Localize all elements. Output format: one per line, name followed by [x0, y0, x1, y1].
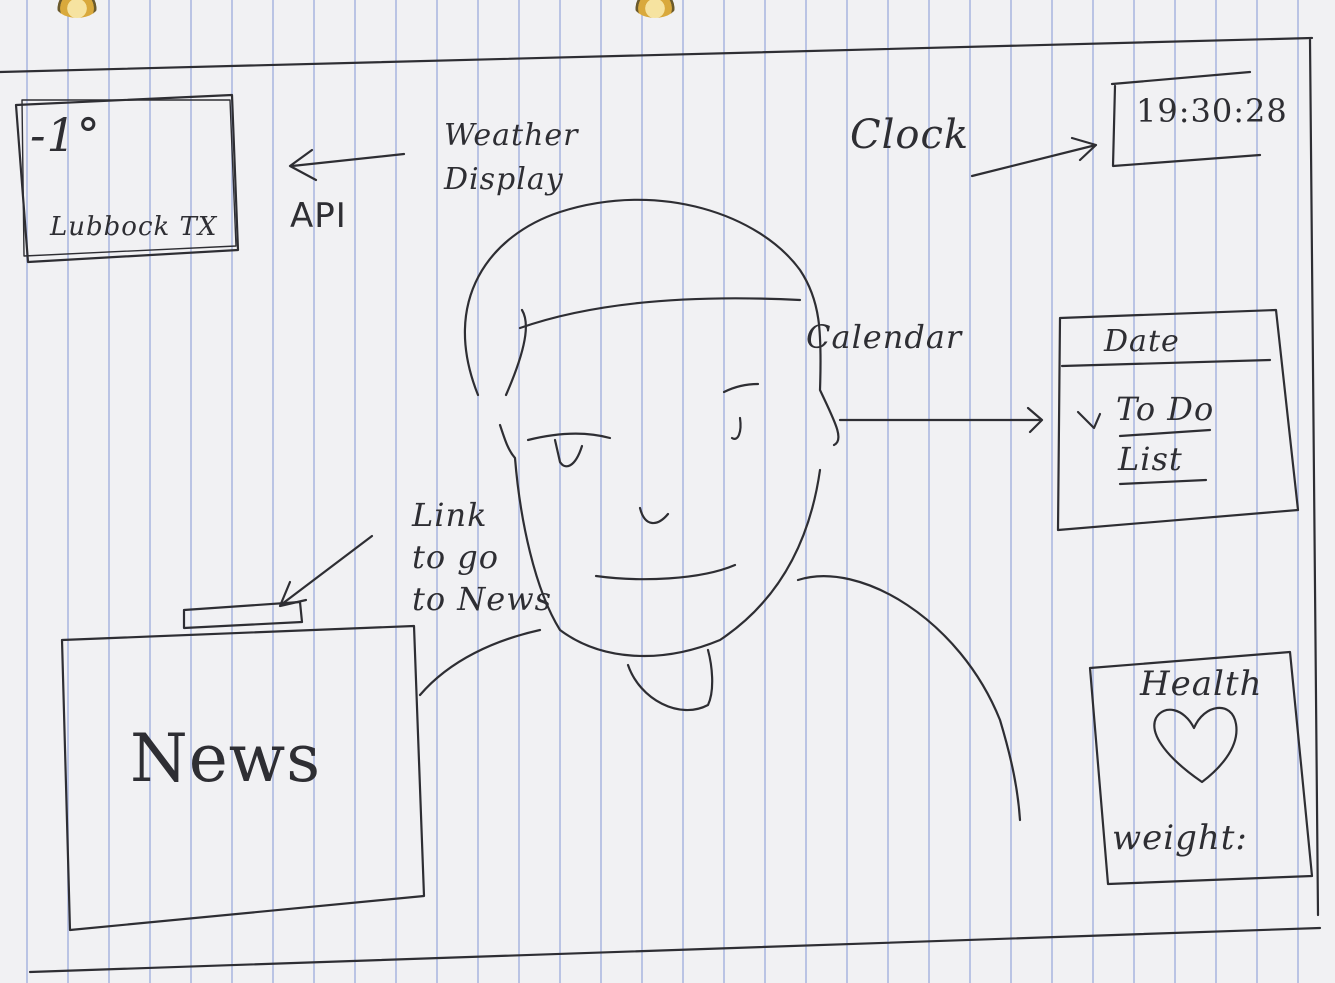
shoulders — [418, 575, 1022, 822]
eyebrow-left — [526, 432, 612, 442]
eye-right — [730, 416, 742, 440]
calendar-date-label: Date — [1104, 324, 1180, 359]
health-title: Health — [1140, 664, 1263, 704]
weather-location: Lubbock TX — [50, 212, 218, 242]
news-link-button-outline — [182, 600, 304, 630]
todo-list-link[interactable]: To Do — [1116, 390, 1215, 428]
clock-time: 19:30:28 — [1136, 92, 1288, 130]
news-link-arrow — [278, 534, 374, 608]
clock-label: Clock — [850, 112, 970, 158]
calendar-box-outline — [1056, 308, 1300, 532]
eye-left — [553, 438, 584, 468]
frame-right-line — [1308, 38, 1320, 917]
hair-line — [518, 297, 802, 330]
binder-hole — [632, 0, 678, 18]
link-to-news-label: Link to go to News — [412, 496, 553, 618]
weather-display-label: Weather Display — [444, 118, 579, 197]
nose — [638, 506, 670, 525]
binder-hole — [54, 0, 100, 18]
clock-box-outline — [1110, 70, 1262, 168]
news-title: News — [130, 720, 322, 797]
neck — [626, 648, 714, 711]
api-arrow — [288, 148, 406, 182]
todo-list-label[interactable]: List — [1118, 440, 1183, 478]
api-label: API — [290, 196, 347, 236]
frame-bottom-line — [28, 926, 1322, 974]
news-box-outline — [60, 624, 426, 932]
clock-arrow — [970, 136, 1098, 178]
news-link-button[interactable] — [184, 602, 302, 626]
eyebrow-right — [722, 382, 760, 394]
health-box-outline — [1088, 650, 1314, 886]
mouth — [594, 563, 737, 581]
frame-top-line — [0, 36, 1314, 74]
calendar-label: Calendar — [806, 318, 963, 356]
person-head-outline — [463, 198, 840, 447]
weather-temperature: -1° — [30, 108, 101, 162]
weight-label: weight: — [1112, 818, 1248, 858]
heart-icon — [1153, 706, 1238, 784]
calendar-arrow — [838, 406, 1044, 434]
